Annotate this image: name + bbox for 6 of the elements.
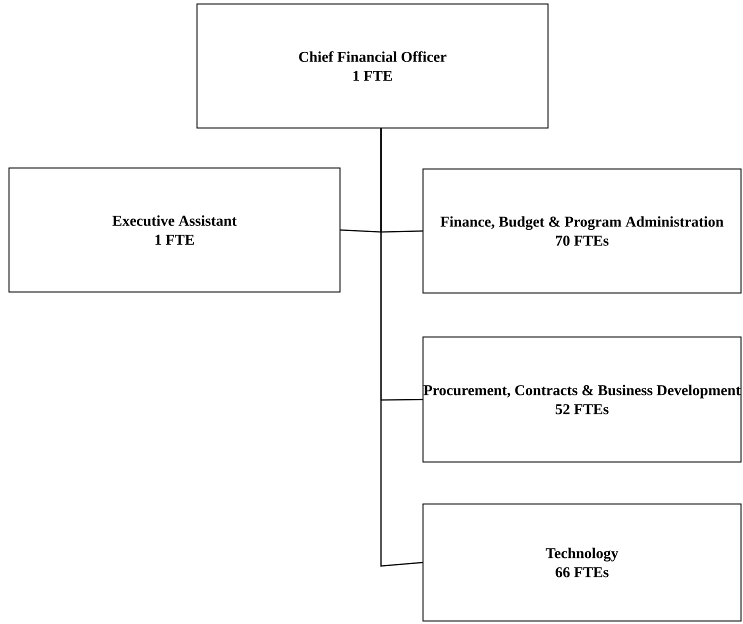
org-box: Executive Assistant 1 FTE xyxy=(8,168,340,292)
org-box: Technology 66 FTEs xyxy=(422,504,742,622)
org-box: Finance, Budget & Program Administration 70 FTEs xyxy=(422,168,742,294)
org-box: Procurement, Contracts & Business Development 52 FTEs xyxy=(422,336,742,462)
connector-line xyxy=(380,128,423,567)
org-box: Chief Financial Officer 1 FTE xyxy=(196,4,548,128)
